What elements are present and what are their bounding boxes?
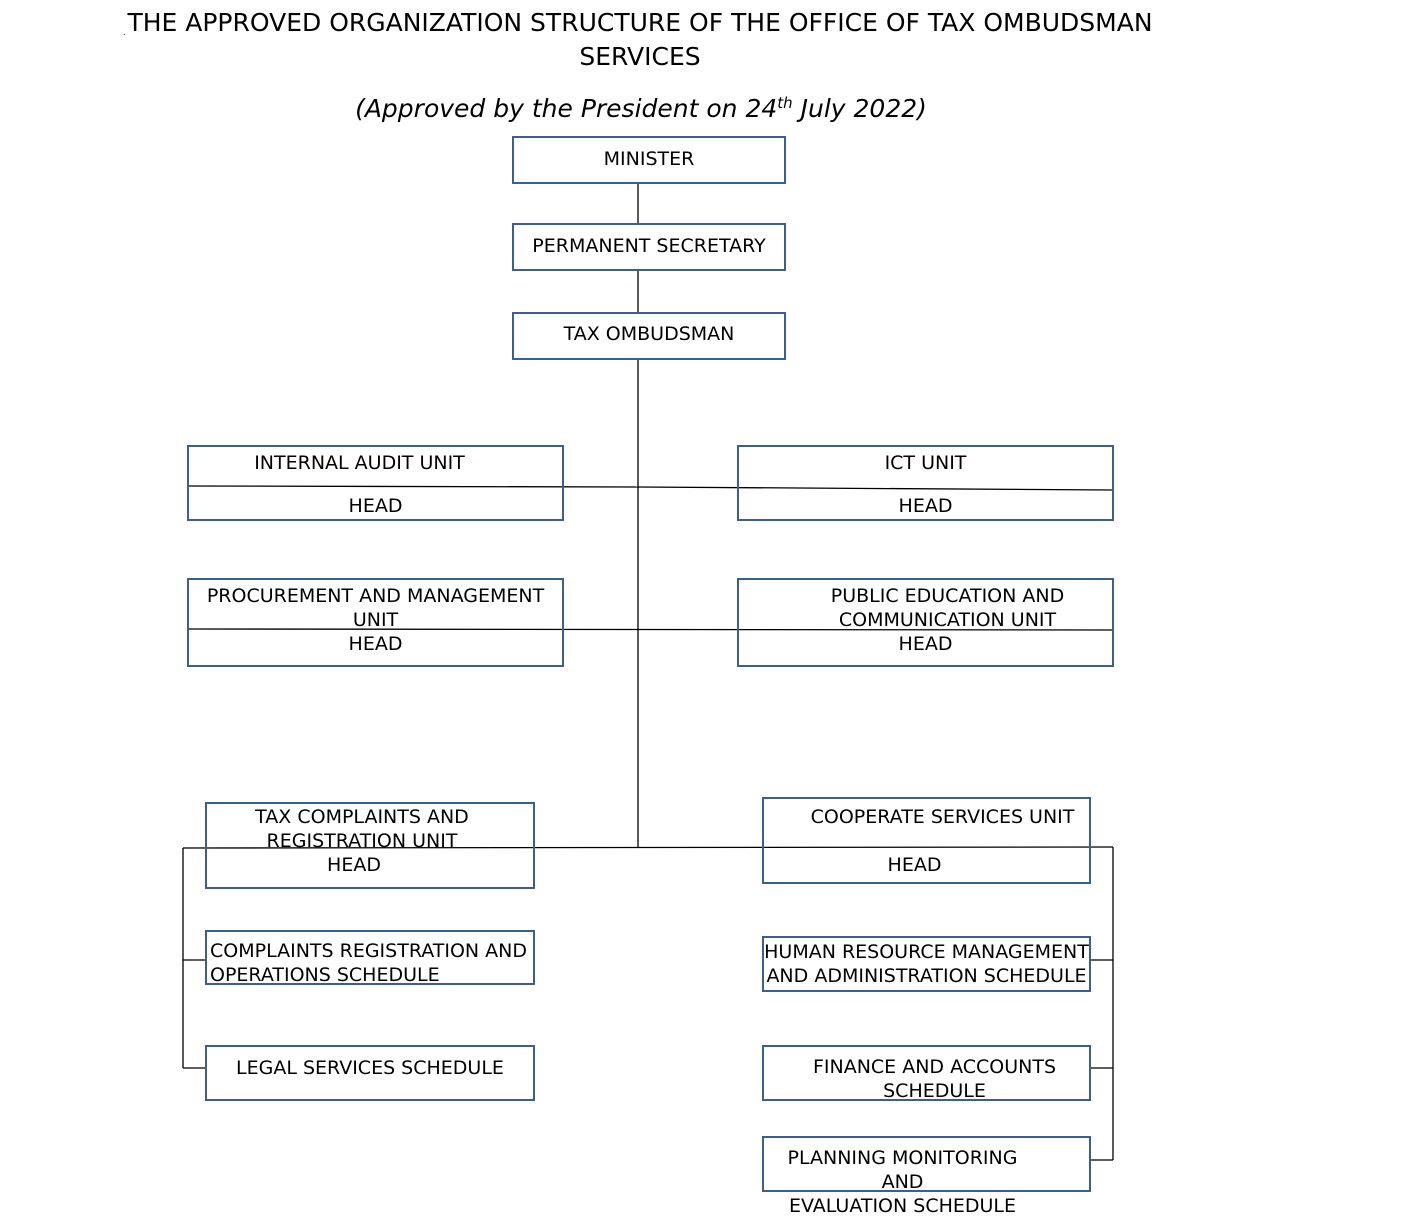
subtitle-after: July 2022) [792, 94, 927, 123]
public-education-unit-box: PUBLIC EDUCATION AND COMMUNICATION UNIT … [737, 578, 1114, 667]
minister-box: MINISTER [512, 136, 786, 184]
subtitle-before: (Approved by the President on 24 [355, 94, 778, 123]
tax-ombudsman-label: TAX OMBUDSMAN [563, 323, 735, 345]
human-resource-schedule-box: HUMAN RESOURCE MANAGEMENT AND ADMINISTRA… [762, 936, 1091, 992]
finance-accounts-schedule-box: FINANCE AND ACCOUNTS SCHEDULE [762, 1045, 1091, 1102]
connector-row2 [187, 628, 1114, 631]
finance-accounts-schedule-label: FINANCE AND ACCOUNTS SCHEDULE [812, 1056, 1057, 1102]
public-education-unit-label: PUBLIC EDUCATION AND COMMUNICATION UNIT [830, 585, 1065, 631]
chart-title-line-2: SERVICES [579, 42, 701, 71]
internal-audit-unit-label: INTERNAL AUDIT UNIT [254, 452, 465, 474]
public-education-head-label: HEAD [898, 633, 953, 655]
procurement-unit-box: PROCUREMENT AND MANAGEMENT UNIT HEAD [187, 578, 564, 667]
permanent-secretary-label: PERMANENT SECRETARY [532, 235, 766, 257]
human-resource-schedule-label: HUMAN RESOURCE MANAGEMENT AND ADMINISTRA… [764, 941, 1089, 987]
stray-dot: . [123, 28, 126, 37]
complaints-registration-schedule-box: COMPLAINTS REGISTRATION AND OPERATIONS S… [205, 930, 535, 986]
legal-services-schedule-box: LEGAL SERVICES SCHEDULE [205, 1045, 535, 1101]
procurement-head-label: HEAD [348, 633, 403, 655]
approval-subtitle: (Approved by the President on 24th July … [0, 92, 1282, 126]
internal-audit-head-label: HEAD [348, 495, 403, 517]
cooperate-services-unit-label: COOPERATE SERVICES UNIT [810, 806, 1075, 828]
permanent-secretary-box: PERMANENT SECRETARY [512, 223, 786, 271]
connector-row3 [182, 846, 1114, 849]
minister-label: MINISTER [603, 148, 695, 170]
cooperate-services-head-label: HEAD [887, 854, 942, 876]
ict-unit-box: ICT UNIT HEAD [737, 445, 1114, 521]
ict-unit-label: ICT UNIT [884, 452, 967, 474]
procurement-unit-label: PROCUREMENT AND MANAGEMENT UNIT [206, 585, 545, 631]
legal-services-schedule-label: LEGAL SERVICES SCHEDULE [236, 1057, 504, 1079]
tax-complaints-unit-label: TAX COMPLAINTS AND REGISTRATION UNIT [255, 806, 469, 852]
ict-head-label: HEAD [898, 495, 953, 517]
complaints-registration-schedule-label: COMPLAINTS REGISTRATION AND OPERATIONS S… [210, 940, 528, 986]
tax-complaints-unit-box: TAX COMPLAINTS AND REGISTRATION UNIT HEA… [205, 802, 535, 889]
cooperate-services-unit-box: COOPERATE SERVICES UNIT HEAD [762, 797, 1091, 884]
chart-title-line-1: THE APPROVED ORGANIZATION STRUCTURE OF T… [127, 8, 1153, 37]
planning-monitoring-schedule-label: PLANNING MONITORING AND EVALUATION SCHED… [787, 1147, 1018, 1217]
subtitle-superscript: th [777, 94, 793, 112]
planning-monitoring-schedule-box: PLANNING MONITORING AND EVALUATION SCHED… [762, 1136, 1091, 1217]
internal-audit-unit-box: INTERNAL AUDIT UNIT HEAD [187, 445, 564, 521]
tax-complaints-head-label: HEAD [327, 854, 381, 876]
connector-row1-right [637, 486, 1114, 491]
tax-ombudsman-box: TAX OMBUDSMAN [512, 312, 786, 360]
